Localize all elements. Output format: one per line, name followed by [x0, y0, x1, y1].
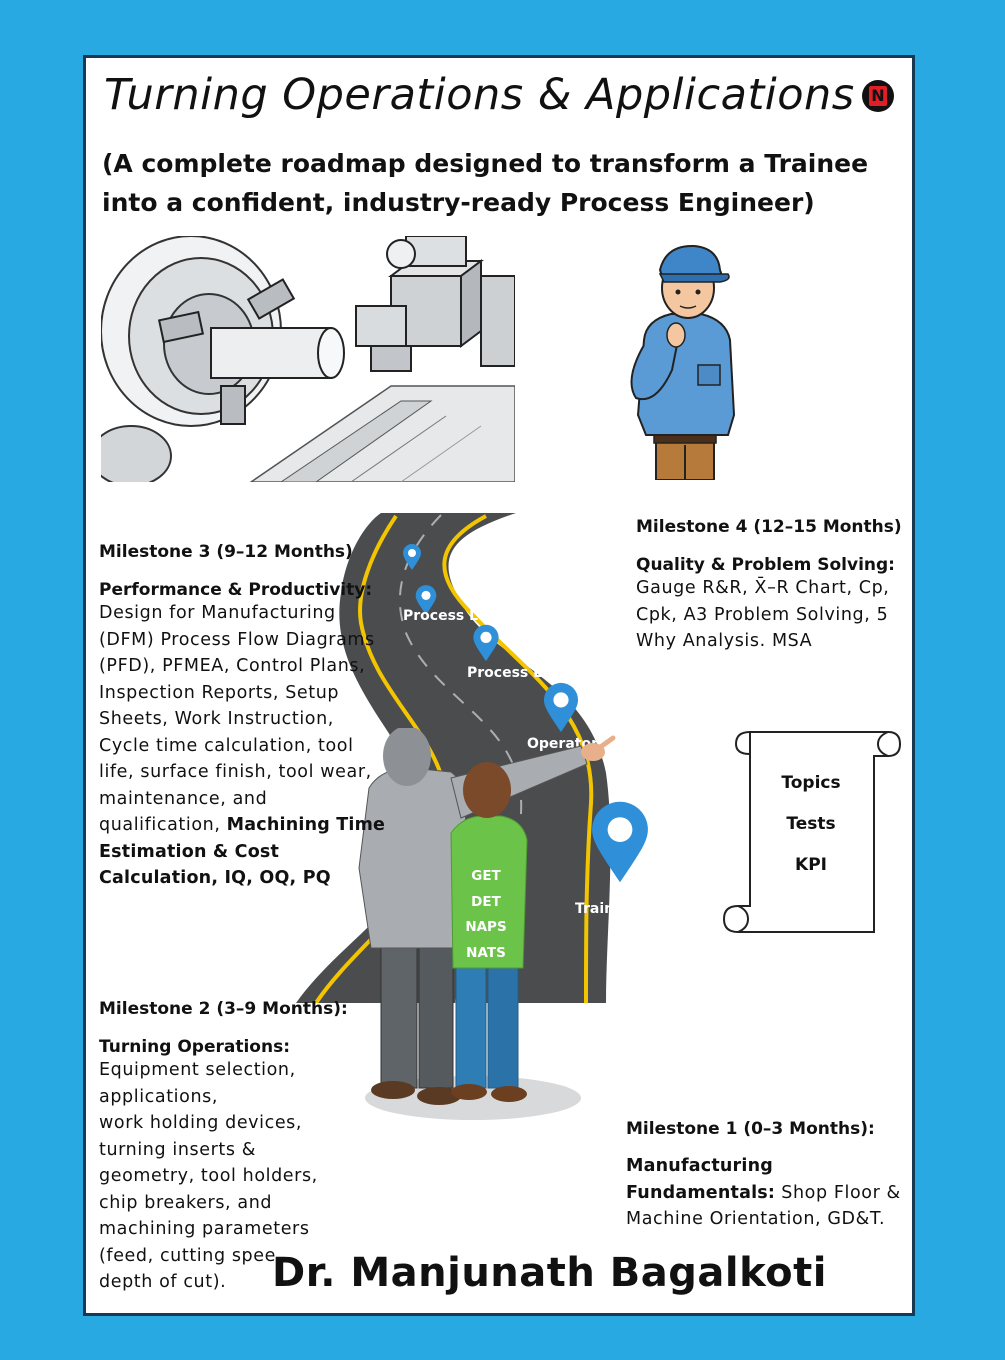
- trainee-shirt-text: GET DET NAPS NATS: [465, 868, 507, 961]
- scroll-item-tests: Tests: [786, 814, 836, 834]
- mentor-and-trainee-illustration: [358, 728, 616, 1120]
- milestone-3-heading: Milestone 3 (9–12 Months): [99, 542, 353, 562]
- map-pin-icon: [473, 624, 499, 662]
- milestone-4-block: Milestone 4 (12–15 Months) Quality & Pro…: [636, 517, 906, 655]
- milestone-3-block: Milestone 3 (9–12 Months) Performance & …: [99, 542, 386, 888]
- map-pin-icon: [592, 801, 648, 883]
- thinking-engineer-illustration: [630, 244, 736, 480]
- milestone-2-topic: Turning Operations:: [99, 1037, 290, 1057]
- lathe-illustration: [101, 236, 515, 482]
- scroll-illustration: [722, 731, 902, 933]
- map-pin-icon: [415, 585, 437, 615]
- scroll-item-topics: Topics: [781, 773, 841, 793]
- milestone-4-heading: Milestone 4 (12–15 Months): [636, 517, 902, 537]
- scroll-item-kpi: KPI: [795, 855, 827, 875]
- milestone-3-topic: Performance & Productivity:: [99, 580, 373, 600]
- milestone-2-block: Milestone 2 (3–9 Months): Turning Operat…: [99, 999, 359, 1296]
- stage-label-process-engineer: Process Engineer: [467, 665, 604, 681]
- book-subtitle: (A complete roadmap designed to transfor…: [102, 149, 869, 217]
- map-pin-icon: [543, 682, 579, 733]
- milestone-2-heading: Milestone 2 (3–9 Months):: [99, 999, 348, 1019]
- book-title: Turning Operations & Applications: [104, 70, 855, 120]
- milestone-1-heading: Milestone 1 (0–3 Months):: [626, 1119, 875, 1139]
- publisher-logo-icon: N: [862, 80, 894, 112]
- map-pin-icon: [403, 544, 421, 570]
- author-name: Dr. Manjunath Bagalkoti: [272, 1250, 827, 1296]
- milestone-1-block: Milestone 1 (0–3 Months): Manufacturing …: [626, 1119, 906, 1233]
- stage-label-trainee: Trainee: [575, 901, 634, 917]
- book-cover: Turning Operations & Applications N (A c…: [83, 55, 915, 1316]
- milestone-4-topic: Quality & Problem Solving:: [636, 555, 895, 575]
- stage-label-process-lead: Process Lead: [403, 608, 508, 624]
